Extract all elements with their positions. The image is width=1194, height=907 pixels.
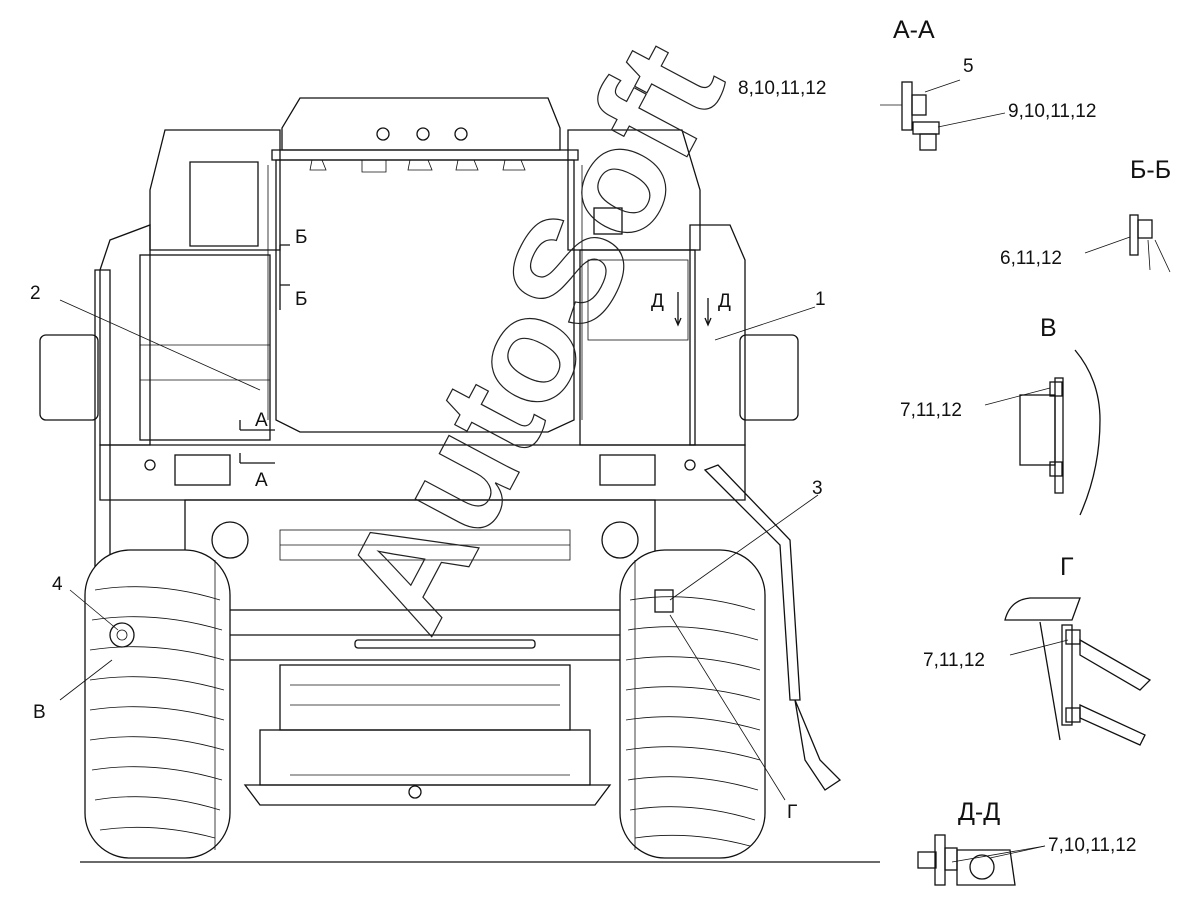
- rear-lamp-left: [174, 454, 231, 486]
- reflector: [684, 459, 696, 471]
- spring: [354, 639, 536, 649]
- right-panel-window: [587, 259, 689, 341]
- cab-left-window: [189, 161, 259, 247]
- section-mark-d-right: Д: [718, 291, 731, 312]
- detail-g: Г 7,11,12: [923, 553, 1152, 746]
- leader-2: [59, 299, 261, 391]
- detail-aa-part-right: 9,10,11,12: [1008, 101, 1096, 122]
- hood-brim: [271, 149, 579, 161]
- detail-aa-title: А-А: [893, 16, 935, 44]
- hood-light: [376, 127, 390, 141]
- auger-support: [703, 464, 801, 701]
- detail-bb-title: Б-Б: [1130, 156, 1171, 184]
- left-mirror: [39, 334, 99, 421]
- leader-3: [669, 494, 819, 601]
- leader-1: [714, 306, 816, 341]
- bottom-plate: [243, 784, 612, 806]
- left-stair-rail: [99, 224, 151, 446]
- drain-plug: [408, 785, 422, 799]
- detail-bb: Б-Б 6,11,12: [1000, 156, 1171, 273]
- section-marker-d-right: [704, 298, 712, 327]
- section-marker-b: [279, 244, 290, 310]
- leader-4: [69, 589, 119, 631]
- hood-top: [281, 97, 561, 151]
- detail-dd: Д-Д 7,10,11,12: [917, 798, 1136, 886]
- detail-v-part: 7,11,12: [900, 400, 962, 421]
- callout-4: 4: [52, 574, 63, 595]
- detail-g-title: Г: [1060, 553, 1074, 581]
- section-mark-a-bottom: А: [255, 470, 268, 491]
- sieve-housing: [279, 664, 571, 731]
- cab-left-upper: [149, 129, 281, 251]
- callout-v: В: [33, 702, 46, 723]
- section-mark-b-top: Б: [295, 227, 307, 248]
- hub-bolt: [109, 622, 135, 648]
- lower-housing: [259, 729, 591, 786]
- callout-1: 1: [815, 289, 826, 310]
- callout-3: 3: [812, 478, 823, 499]
- callout-g: Г: [787, 802, 797, 823]
- rear-lamp-right: [599, 454, 656, 486]
- body-band: [99, 444, 746, 501]
- detail-dd-title: Д-Д: [958, 798, 1000, 826]
- leader-g: [669, 614, 786, 801]
- section-mark-d-left: Д: [651, 291, 664, 312]
- right-mirror: [739, 334, 799, 421]
- pulley-right: [601, 521, 639, 559]
- callout-2: 2: [30, 283, 41, 304]
- detail-aa: А-А 5 8,10,11,12 9,10,11,12: [738, 16, 1096, 151]
- cab-right-upper: [567, 129, 701, 251]
- hood-light: [454, 127, 468, 141]
- detail-bb-part: 6,11,12: [1000, 248, 1062, 269]
- grain-tank-rear: [275, 159, 575, 433]
- cab-right-box: [593, 207, 623, 235]
- detail-v-title: В: [1040, 314, 1057, 342]
- detail-g-part: 7,11,12: [923, 650, 985, 671]
- tank-frame: [267, 165, 583, 420]
- detail-v: В 7,11,12: [900, 314, 1101, 516]
- detail-aa-part-left: 8,10,11,12: [738, 78, 826, 99]
- work-lights: [309, 159, 526, 173]
- pulley-left: [211, 521, 249, 559]
- left-panel: [139, 254, 271, 441]
- auger-foot: [794, 699, 842, 791]
- detail-aa-part-top: 5: [963, 56, 974, 77]
- reflector: [144, 459, 156, 471]
- leader-v: [59, 659, 113, 701]
- right-stair-rail: [689, 224, 746, 446]
- hood-light: [416, 127, 430, 141]
- wheel-bracket: [654, 589, 674, 613]
- section-mark-b-bottom: Б: [295, 289, 307, 310]
- section-marker-a: [239, 420, 275, 464]
- left-wheel: [84, 549, 231, 859]
- right-wheel: [619, 549, 766, 859]
- section-mark-a-top: А: [255, 410, 268, 431]
- section-marker-d-left: [674, 292, 682, 327]
- combine-front-view: [39, 97, 880, 863]
- detail-dd-part: 7,10,11,12: [1048, 835, 1136, 856]
